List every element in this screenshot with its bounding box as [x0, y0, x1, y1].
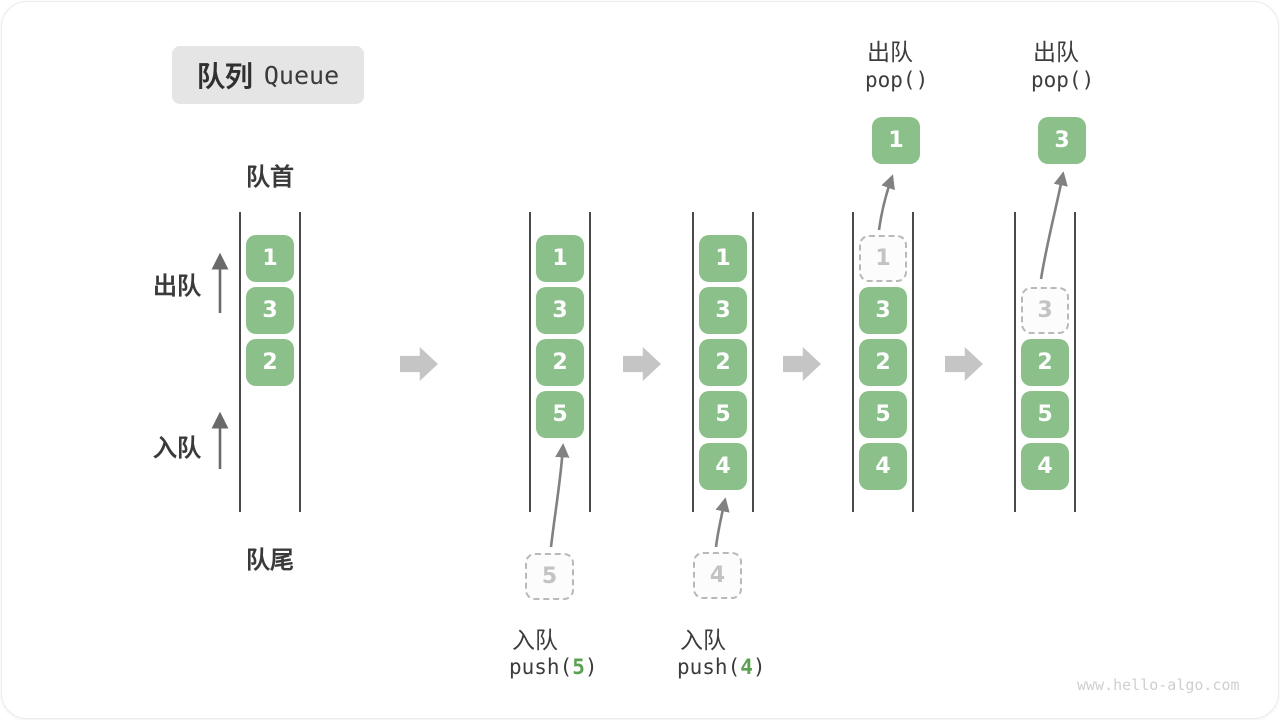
- queue-element: 3: [536, 287, 584, 334]
- code-close: ): [584, 655, 598, 679]
- queue-element: 1: [246, 235, 294, 282]
- state-transition-arrow-icon: [945, 347, 983, 381]
- queue-element: 5: [1021, 391, 1069, 438]
- code-arg: 4: [740, 655, 753, 679]
- queue-element: 3: [246, 287, 294, 334]
- dequeue-op-code: pop(): [865, 68, 929, 92]
- title-en: Queue: [263, 60, 340, 90]
- queue-element: 3: [859, 287, 907, 334]
- queue-element: 5: [536, 391, 584, 438]
- queue-rear-label: 队尾: [246, 547, 294, 574]
- queue-element: 2: [859, 339, 907, 386]
- queue-element: 2: [536, 339, 584, 386]
- queue-element: 4: [699, 443, 747, 490]
- queue-element: 2: [246, 339, 294, 386]
- queue-container-1: [239, 212, 301, 512]
- queue-element: 4: [859, 443, 907, 490]
- enqueue-op-label: 入队: [512, 627, 558, 653]
- queue-element: 1: [699, 235, 747, 282]
- queue-element: 3: [699, 287, 747, 334]
- queue-container-3: [692, 212, 754, 512]
- dequeue-op-label: 出队: [867, 39, 913, 65]
- dequeue-side-label: 出队: [153, 273, 201, 300]
- queue-container-5: [1014, 212, 1076, 512]
- code-close: ): [752, 655, 766, 679]
- enqueue-op-code: push(5): [509, 655, 598, 679]
- code-arg: 5: [572, 655, 585, 679]
- queue-front-label: 队首: [246, 164, 294, 191]
- popped-element: 3: [1038, 117, 1086, 164]
- code-open: push(: [509, 655, 573, 679]
- state-transition-arrow-icon: [783, 347, 821, 381]
- queue-element: 1: [536, 235, 584, 282]
- queue-element: 2: [699, 339, 747, 386]
- watermark: www.hello-algo.com: [1077, 676, 1240, 694]
- title-box: 队列 Queue: [172, 46, 364, 104]
- enqueue-side-label: 入队: [153, 435, 201, 462]
- queue-element: 5: [699, 391, 747, 438]
- code-open: push(: [677, 655, 741, 679]
- state-transition-arrow-icon: [400, 347, 438, 381]
- popped-element: 1: [872, 117, 920, 164]
- state-transition-arrow-icon: [623, 347, 661, 381]
- queue-container-2: [529, 212, 591, 512]
- enqueue-op-label: 入队: [680, 627, 726, 653]
- queue-element: 4: [1021, 443, 1069, 490]
- dequeue-op-label: 出队: [1033, 39, 1079, 65]
- enqueue-op-code: push(4): [677, 655, 766, 679]
- queue-element: 2: [1021, 339, 1069, 386]
- dequeue-op-code: pop(): [1031, 68, 1095, 92]
- queue-element: 5: [859, 391, 907, 438]
- incoming-element-ghost: 4: [693, 552, 742, 599]
- popped-element-ghost: 1: [859, 235, 907, 282]
- queue-container-4: [852, 212, 914, 512]
- title-zh: 队列: [196, 61, 253, 92]
- incoming-element-ghost: 5: [525, 553, 574, 600]
- popped-element-ghost: 3: [1021, 287, 1069, 334]
